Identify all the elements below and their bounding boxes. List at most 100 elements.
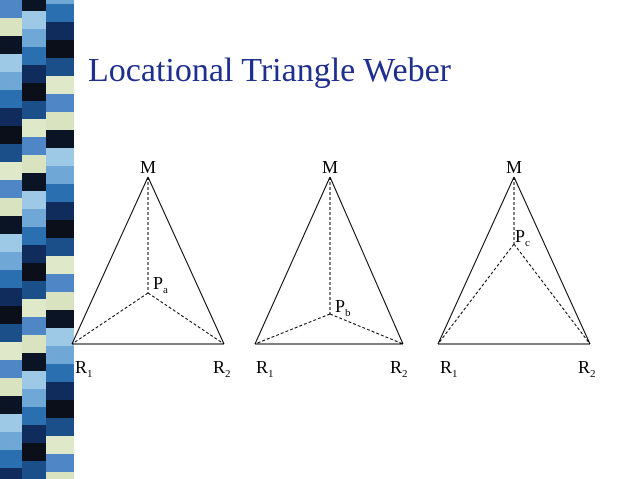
triangle-b-label-r2: R2 [390,357,408,380]
sidebar-cell [46,166,74,184]
sidebar-cell [22,281,46,299]
sidebar-cell [0,144,22,162]
sidebar-cell [22,227,46,245]
triangle-c-right-edge [513,176,591,345]
sidebar-cell [46,76,74,94]
triangle-a-dash-r1 [71,292,149,345]
sidebar-cell [22,65,46,83]
sidebar-cell [0,252,22,270]
triangle-b-label-r1: R1 [256,357,274,380]
sidebar-cell [22,155,46,173]
sidebar-cell [22,191,46,209]
sidebar-cell [46,472,74,479]
triangle-c-label-m: M [506,157,522,177]
sidebar-cell [46,382,74,400]
sidebar-cell [0,450,22,468]
sidebar-cell [22,83,46,101]
triangle-c-label-r2: R2 [578,357,596,380]
sidebar-cell [46,346,74,364]
triangle-b-dash-r1 [254,313,331,345]
triangle-c-label-point: Pc [515,226,530,249]
triangle-c-label-r1: R1 [440,357,458,380]
sidebar-cell [0,126,22,144]
triangle-b-left-edge [254,176,331,345]
sidebar-cell [46,238,74,256]
sidebar-cell [22,119,46,137]
sidebar-cell [0,18,22,36]
sidebar-cell [46,148,74,166]
sidebar-cell [46,130,74,148]
sidebar-cell [0,234,22,252]
sidebar-cell [22,137,46,155]
sidebar-cell [0,414,22,432]
sidebar-cell [0,306,22,324]
triangle-c-left-edge [437,176,515,345]
triangle-c: M R1 R2 Pc [437,157,596,380]
sidebar-cell [0,90,22,108]
triangle-a-label-m: M [140,157,156,177]
sidebar-cell [0,342,22,360]
sidebar-cell [22,443,46,461]
sidebar-cell [46,94,74,112]
triangle-c-dash-r2 [513,243,591,345]
sidebar-cell [0,432,22,450]
triangle-a-label-r1: R1 [75,357,93,380]
sidebar-cell [0,198,22,216]
page-title: Locational Triangle Weber [88,52,451,89]
sidebar-cell [0,468,22,479]
sidebar-cell [46,184,74,202]
triangle-a-left-edge [71,176,149,345]
sidebar-cell [46,4,74,22]
sidebar-cell [22,173,46,191]
sidebar-cell [46,436,74,454]
sidebar-cell [46,40,74,58]
sidebar-cell [22,209,46,227]
sidebar-cell [22,245,46,263]
sidebar-cell [46,22,74,40]
sidebar-cell [0,378,22,396]
triangle-a-label-r2: R2 [213,357,231,380]
sidebar-cell [22,425,46,443]
sidebar-cell [22,461,46,479]
sidebar-cell [46,454,74,472]
sidebar-cell [46,400,74,418]
triangle-b-label-m: M [322,157,338,177]
sidebar-cell [22,29,46,47]
sidebar-cell [22,407,46,425]
sidebar-cell [22,353,46,371]
triangle-b-dash-r2 [329,313,404,345]
sidebar-cell [46,310,74,328]
triangle-a-right-edge [147,176,225,345]
sidebar-cell [0,396,22,414]
sidebar-cell [0,162,22,180]
sidebar-cell [22,371,46,389]
triangle-b: M R1 R2 Pb [254,157,408,380]
sidebar-cell [46,58,74,76]
triangle-a: M R1 R2 Pa [71,157,231,380]
sidebar-cell [0,180,22,198]
sidebar-cell [46,418,74,436]
sidebar-cell [22,47,46,65]
sidebar-cell [0,72,22,90]
sidebar-cell [0,36,22,54]
sidebar-cell [46,202,74,220]
triangle-c-dash-r1 [437,243,515,345]
sidebar-cell [0,216,22,234]
sidebar-cell [22,389,46,407]
sidebar-cell [0,0,22,18]
sidebar-cell [0,324,22,342]
sidebar-cell [22,0,46,11]
sidebar-cell [0,54,22,72]
sidebar-cell [22,299,46,317]
sidebar-cell [0,360,22,378]
triangle-b-label-point: Pb [335,296,351,319]
sidebar-cell [46,328,74,346]
sidebar-cell [46,364,74,382]
sidebar-cell [46,112,74,130]
sidebar-cell [22,263,46,281]
sidebar-cell [22,317,46,335]
sidebar-cell [46,0,74,4]
triangle-a-dash-r2 [147,292,225,345]
sidebar-cell [22,101,46,119]
